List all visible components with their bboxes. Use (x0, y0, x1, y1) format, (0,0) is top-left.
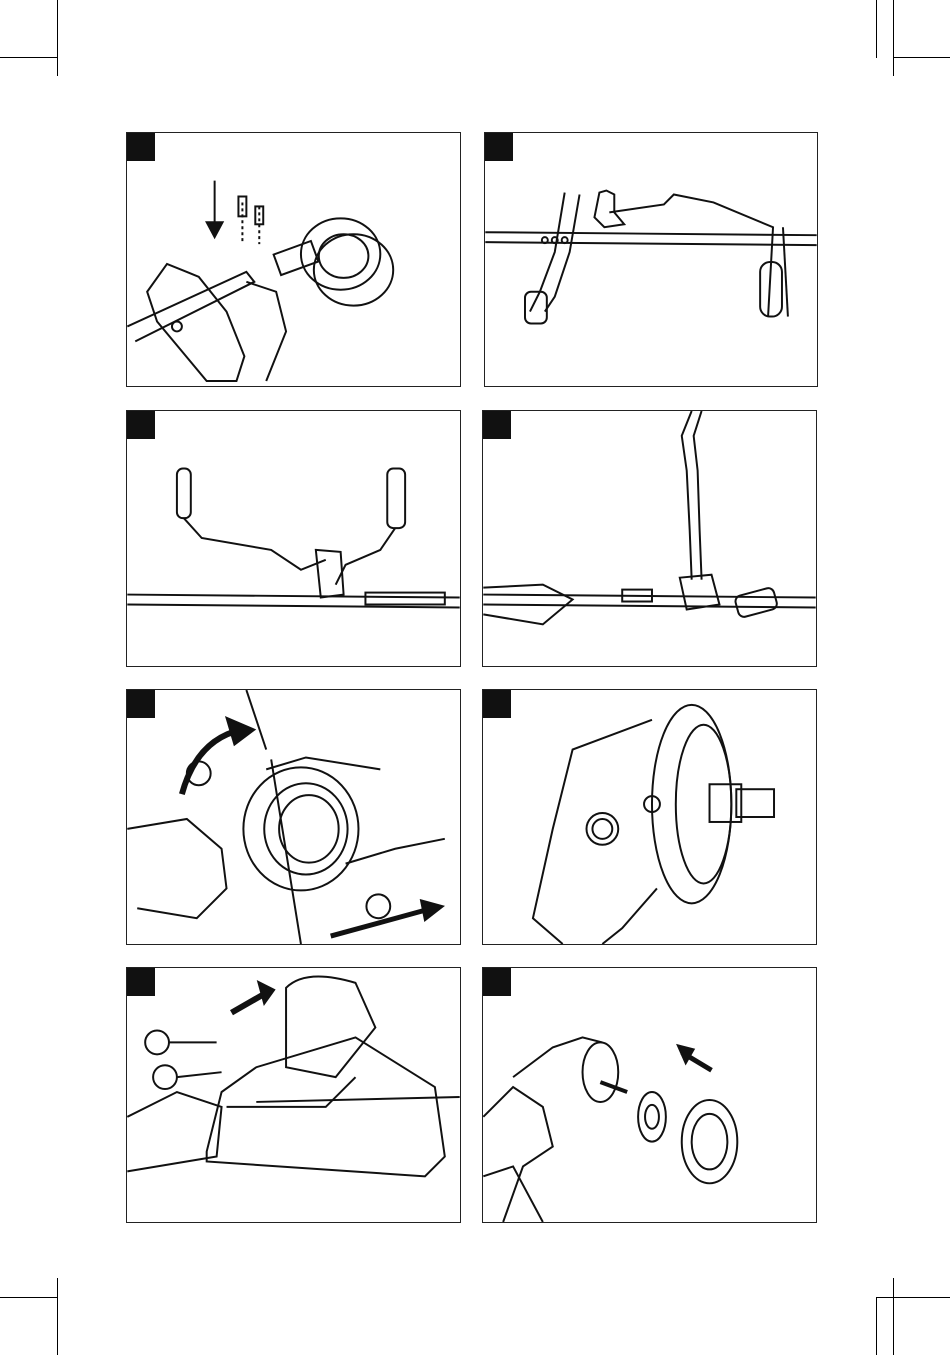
step-number-badge (485, 133, 513, 161)
panel-6 (482, 689, 817, 945)
crop-mark-bl-v (57, 1278, 58, 1355)
step-number-badge (483, 411, 511, 439)
crop-mark-br-v2 (893, 1278, 894, 1355)
bike-handle-mount-icon (485, 133, 817, 386)
step-number-badge (127, 411, 155, 439)
panel-7 (126, 967, 461, 1223)
step-number-badge (127, 133, 155, 161)
panel-1 (126, 132, 461, 387)
panel-4 (482, 410, 817, 667)
crop-mark-bl-h (0, 1297, 57, 1298)
crop-mark-tr-v2 (876, 0, 877, 58)
bike-handle-side-view-icon (127, 411, 460, 666)
panel-2 (484, 132, 818, 387)
crop-mark-br-v (876, 1297, 877, 1355)
spool-removal-icon (127, 690, 460, 944)
crop-mark-tl-h (0, 57, 57, 58)
step-number-badge (483, 968, 511, 996)
handle-raised-view-icon (483, 411, 816, 666)
step-number-badge (127, 968, 155, 996)
trimmer-head-assembly-icon (127, 133, 460, 386)
crop-mark-br-h (876, 1297, 950, 1298)
crop-mark-tl-v (57, 0, 58, 76)
gear-head-shaft-icon (483, 690, 816, 944)
crop-mark-tr-v (893, 0, 894, 76)
blade-guard-line-icon (127, 968, 460, 1222)
panel-8 (482, 967, 817, 1223)
panel-3 (126, 410, 461, 667)
panel-5 (126, 689, 461, 945)
crop-mark-tr-h (893, 57, 950, 58)
step-number-badge (483, 690, 511, 718)
step-number-badge (127, 690, 155, 718)
blade-washer-install-icon (483, 968, 816, 1222)
